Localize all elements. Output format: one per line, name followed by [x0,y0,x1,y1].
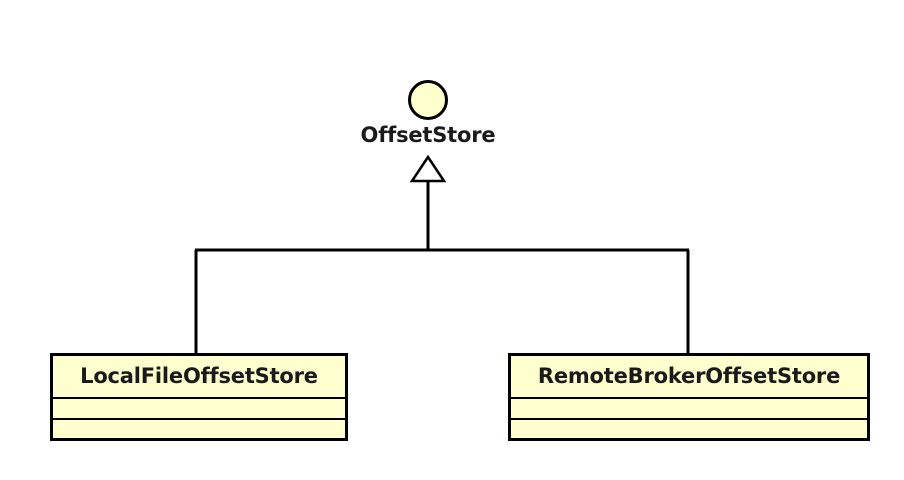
class-attributes-compartment [511,397,867,418]
class-node-localfileoffsetstore[interactable]: LocalFileOffsetStore [50,353,348,441]
interface-label: OffsetStore [360,123,496,147]
interface-node-offsetstore[interactable]: OffsetStore [348,80,508,146]
class-attributes-compartment [53,397,345,418]
generalization-arrowhead-icon [409,154,447,183]
class-title: LocalFileOffsetStore [80,364,318,388]
interface-circle-icon [408,80,448,120]
class-operations-compartment [511,418,867,439]
class-title: RemoteBrokerOffsetStore [537,364,841,388]
class-operations-compartment [53,418,345,439]
class-node-remotebrokeroffsetstore[interactable]: RemoteBrokerOffsetStore [508,353,870,441]
